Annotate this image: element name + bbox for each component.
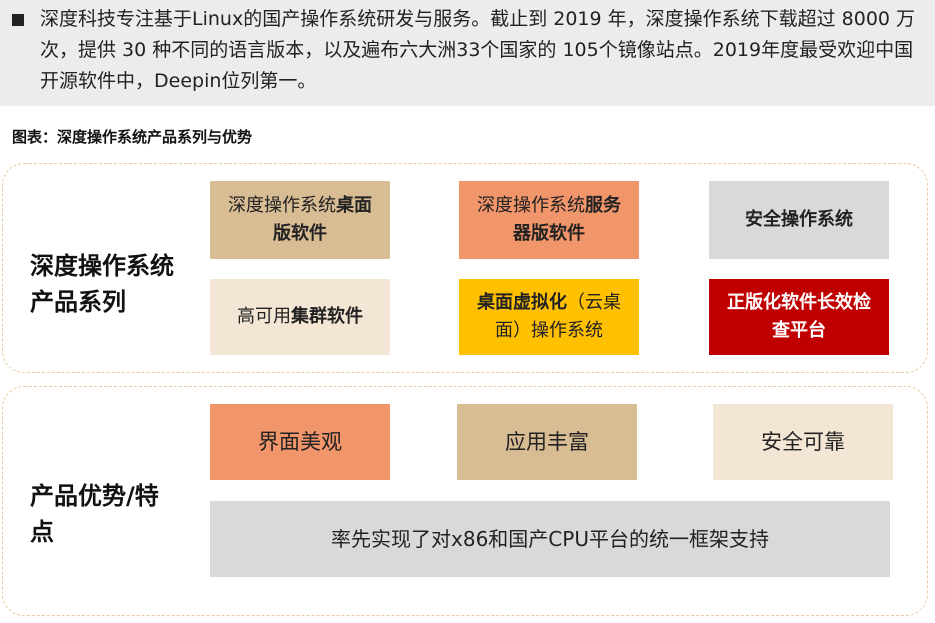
intro-text: 深度科技专注基于Linux的国产操作系统研发与服务。截止到 2019 年，深度操… — [40, 8, 916, 92]
figure-caption: 图表：深度操作系统产品系列与优势 — [12, 128, 253, 146]
advantage-beautiful-ui: 界面美观 — [210, 404, 390, 480]
product-desktop-virtualization: 桌面虚拟化（云桌面）操作系统 — [459, 279, 639, 355]
box-text: 应用丰富 — [505, 430, 589, 454]
box-text-bold: 桌面版软件 — [273, 195, 372, 244]
product-series-panel — [2, 163, 928, 373]
box-text: 率先实现了对x86和国产CPU平台的统一框架支持 — [331, 527, 769, 551]
product-desktop-edition: 深度操作系统桌面版软件 — [210, 181, 390, 259]
advantage-secure-reliable: 安全可靠 — [713, 404, 893, 480]
box-text-normal: （云桌面）操作系统 — [495, 292, 621, 341]
box-text-bold: 正版化软件长效检查平台 — [727, 292, 871, 341]
product-server-edition: 深度操作系统服务器版软件 — [459, 181, 639, 259]
box-text-bold: 集群软件 — [291, 306, 363, 327]
advantage-unified-cpu-framework: 率先实现了对x86和国产CPU平台的统一框架支持 — [210, 501, 890, 577]
box-text-normal: 深度操作系统 — [228, 195, 336, 216]
advantage-rich-apps: 应用丰富 — [457, 404, 637, 480]
box-text: 界面美观 — [258, 430, 342, 454]
box-text-normal: 高可用 — [237, 306, 291, 327]
box-text-bold: 服务器版软件 — [513, 195, 621, 244]
box-text-bold: 桌面虚拟化 — [477, 292, 567, 313]
box-text-bold: 安全操作系统 — [745, 209, 853, 230]
advantages-panel — [2, 386, 928, 616]
advantages-label: 产品优势/特点 — [30, 482, 159, 546]
product-secure-os: 安全操作系统 — [709, 181, 889, 259]
product-series-label: 深度操作系统产品系列 — [30, 252, 174, 316]
product-license-check-platform: 正版化软件长效检查平台 — [709, 279, 889, 355]
bullet-square-icon — [12, 14, 24, 26]
product-ha-cluster: 高可用集群软件 — [210, 279, 390, 355]
box-text: 安全可靠 — [761, 430, 845, 454]
box-text-normal: 深度操作系统 — [477, 195, 585, 216]
intro-section: 深度科技专注基于Linux的国产操作系统研发与服务。截止到 2019 年，深度操… — [0, 0, 935, 106]
